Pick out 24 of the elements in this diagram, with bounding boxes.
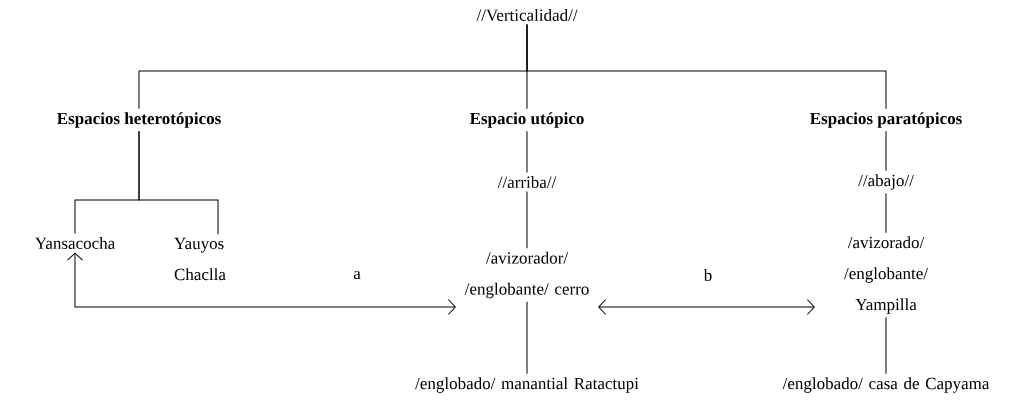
category-heading: Espacios heterotópicos [57,112,221,128]
term-label: Yauyos Chaclla [174,237,226,281]
connector-line [885,192,887,234]
edge-label: a [351,268,363,282]
connector-line [526,191,528,249]
double-arrow [598,299,815,315]
connector-line [526,24,887,110]
term-label: /avizorador/ /englobante/ cerro [464,251,589,299]
term-label: /englobado/ manantial Ratactupi [415,377,639,393]
term-label: /englobado/ casa de Capyama [782,377,990,393]
connector-line [885,130,887,172]
term-label: //arriba// [497,176,557,188]
connector-line [138,130,219,235]
category-heading: Espacios paratópicos [810,112,962,128]
connector-line [526,301,528,375]
term-label: //abajo// [858,174,914,190]
connector-line [885,316,887,375]
category-heading: Espacio utópico [469,112,584,128]
double-arrow [67,252,456,315]
edge-label: b [701,267,715,283]
term-label: Yansacocha [35,237,115,249]
term-label: /avizorado/ /englobante/ Yampilla [844,236,929,314]
root-label: //Verticalidad// [476,9,578,21]
connector-line [526,130,528,174]
